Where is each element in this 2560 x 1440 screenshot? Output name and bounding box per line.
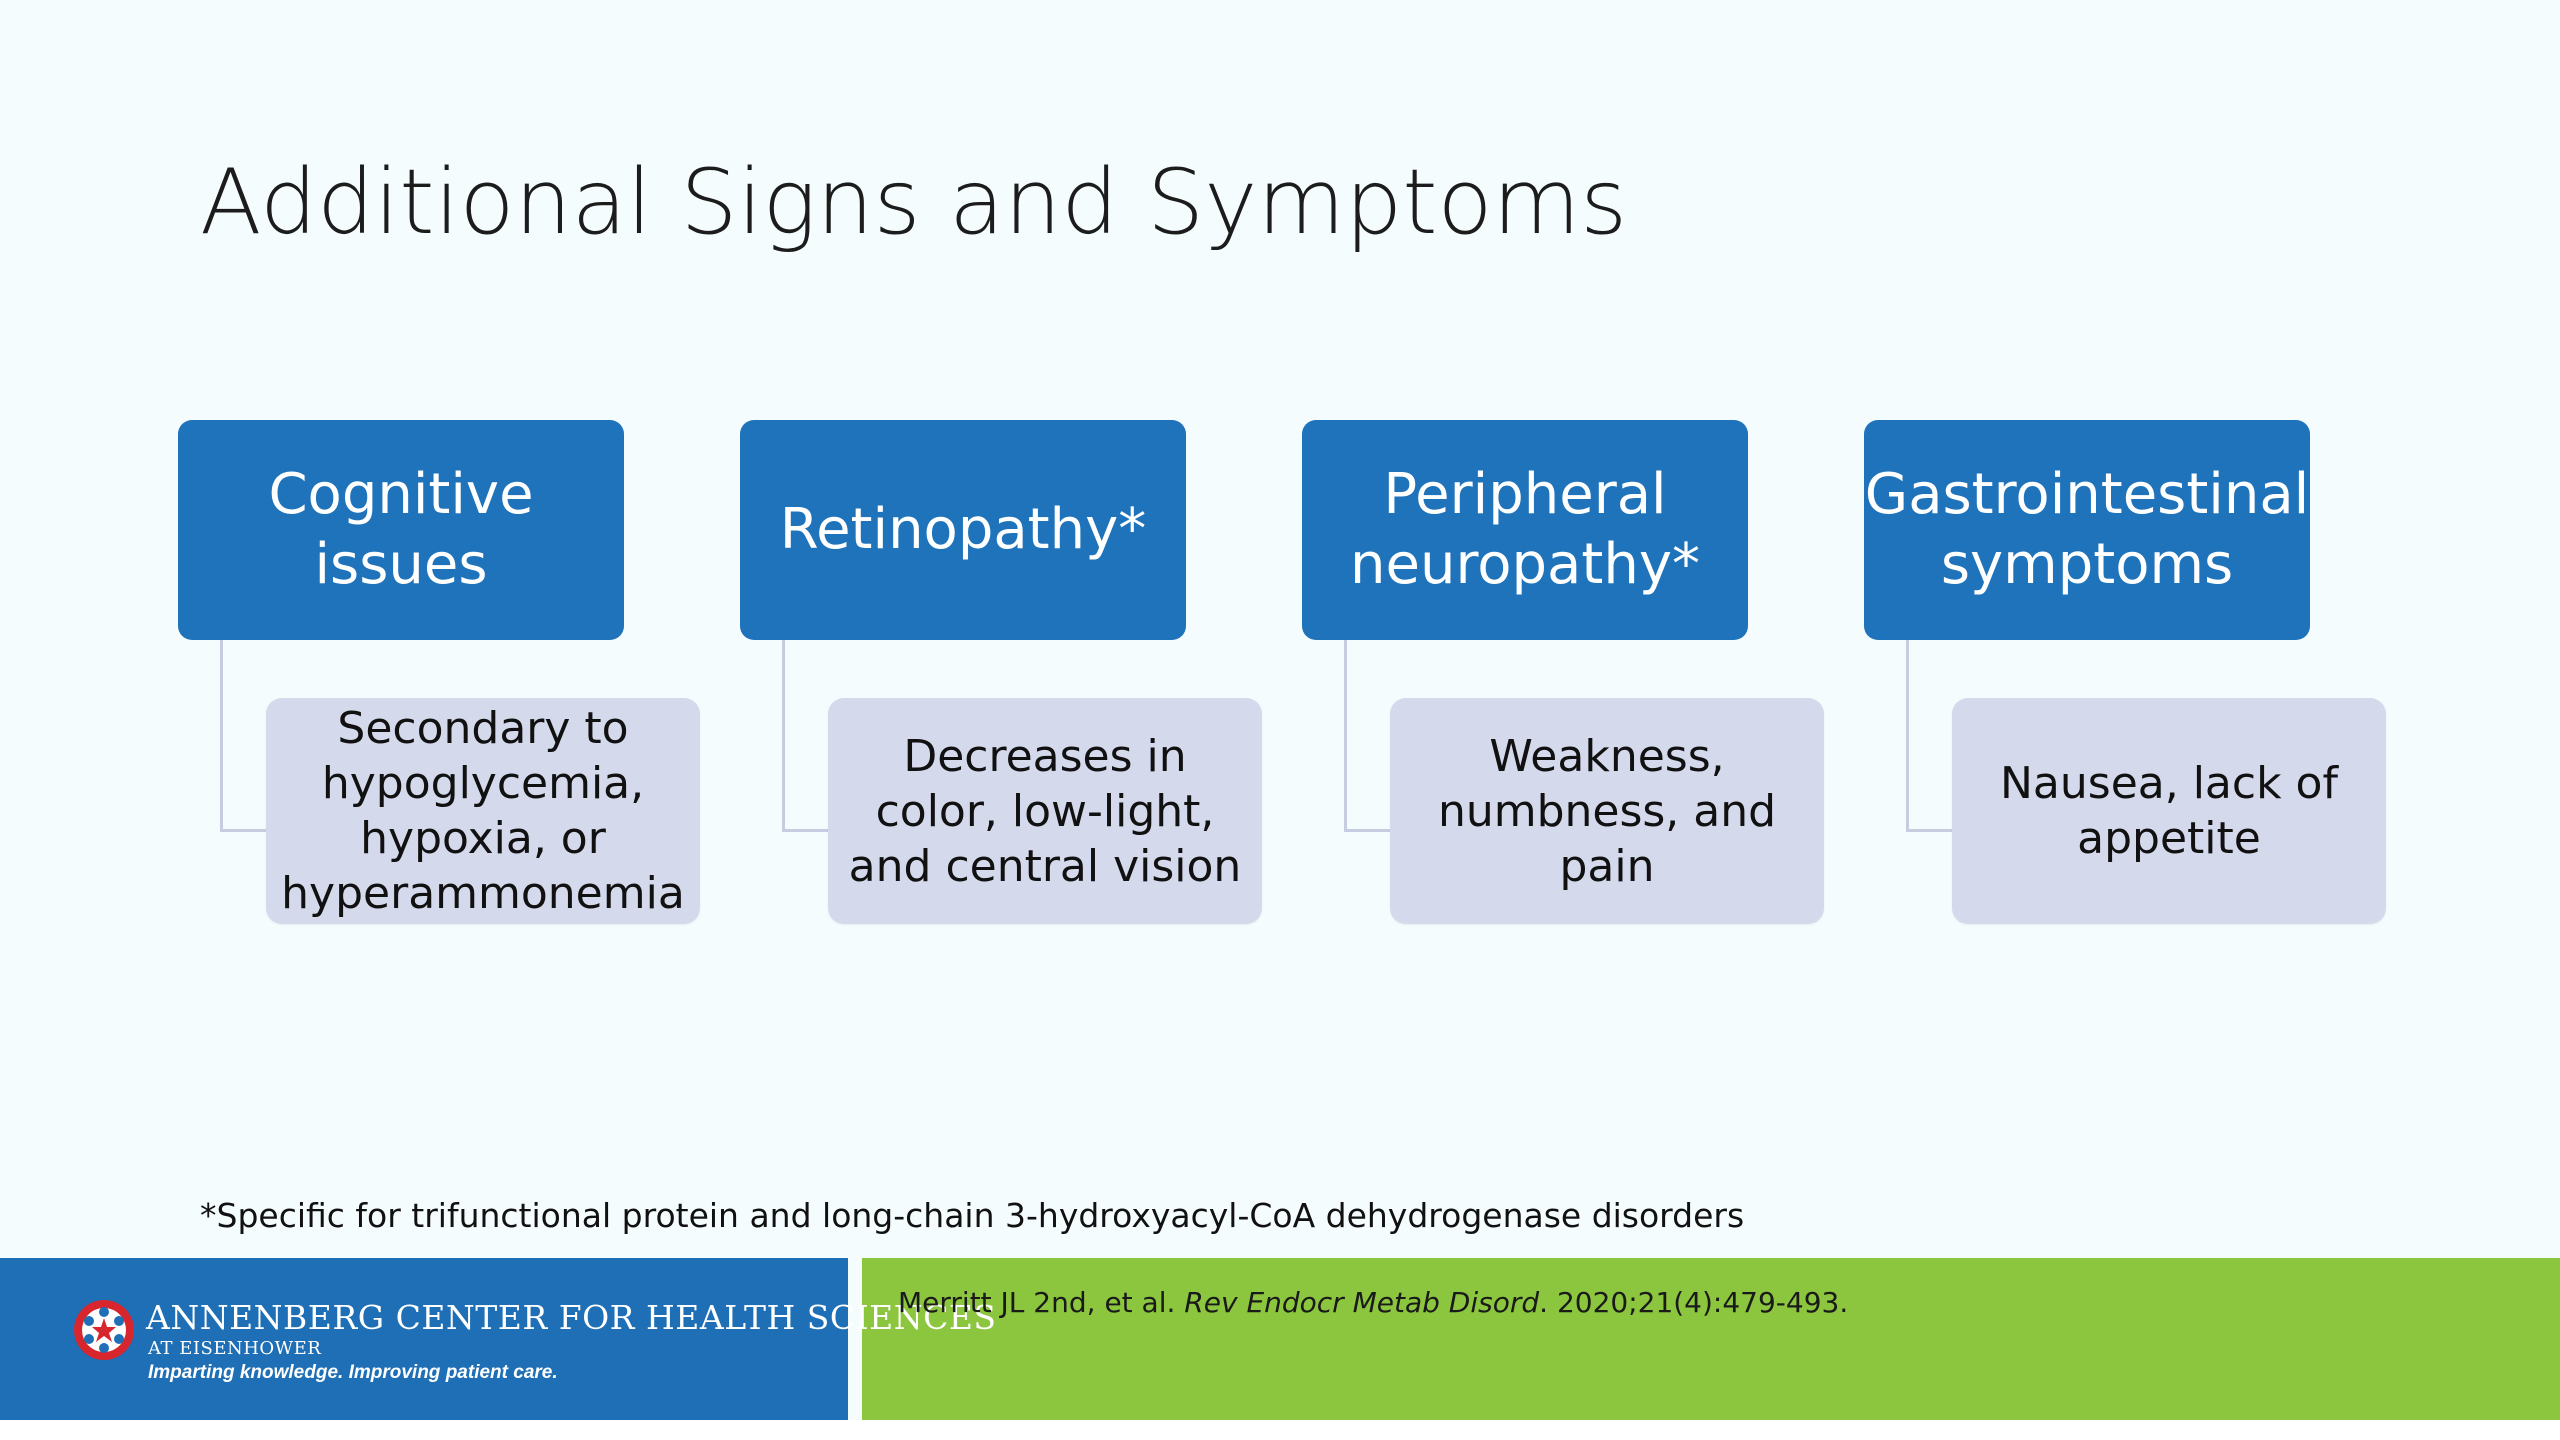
heading-label: Cognitive issues — [268, 462, 534, 597]
citation: Merritt JL 2nd, et al. Rev Endocr Metab … — [898, 1286, 1848, 1319]
symptom-column-gastrointestinal: Gastrointestinal symptoms Nausea, lack o… — [1864, 420, 2560, 940]
heading-label: Peripheral neuropathy* — [1350, 462, 1700, 597]
citation-authors: Merritt JL 2nd, et al. — [898, 1286, 1185, 1319]
org-subtitle: AT EISENHOWER — [148, 1338, 322, 1359]
org-name: ANNENBERG CENTER FOR HEALTH SCIENCES — [146, 1298, 997, 1337]
detail-text: Nausea, lack of appetite — [2000, 758, 2338, 864]
detail-text: Weakness, numbness, and pain — [1437, 730, 1777, 892]
detail-text: Secondary to hypoglycemia, hypoxia, or h… — [281, 703, 685, 919]
heading-box: Gastrointestinal symptoms — [1864, 420, 2310, 640]
detail-box: Weakness, numbness, and pain — [1390, 698, 1824, 924]
connector-line — [220, 640, 266, 832]
detail-box: Secondary to hypoglycemia, hypoxia, or h… — [266, 698, 700, 924]
symptom-column-cognitive: Cognitive issues Secondary to hypoglycem… — [178, 420, 878, 940]
footer-bottom-strip — [0, 1420, 2560, 1440]
footer-logo-panel — [0, 1258, 848, 1420]
star-logo-icon — [74, 1300, 134, 1360]
connector-line — [1344, 640, 1390, 832]
heading-box: Peripheral neuropathy* — [1302, 420, 1748, 640]
footer-citation-panel — [862, 1258, 2560, 1420]
citation-journal: Rev Endocr Metab Disord — [1184, 1286, 1540, 1319]
symptom-column-neuropathy: Peripheral neuropathy* Weakness, numbnes… — [1302, 420, 2002, 940]
connector-line — [1906, 640, 1952, 832]
detail-box: Decreases in color, low-light, and centr… — [828, 698, 1262, 924]
detail-box: Nausea, lack of appetite — [1952, 698, 2386, 924]
heading-label: Gastrointestinal symptoms — [1864, 462, 2310, 597]
heading-box: Cognitive issues — [178, 420, 624, 640]
connector-line — [782, 640, 828, 832]
footnote: *Specific for trifunctional protein and … — [200, 1196, 1745, 1235]
org-tagline: Imparting knowledge. Improving patient c… — [148, 1362, 558, 1383]
heading-box: Retinopathy* — [740, 420, 1186, 640]
symptom-column-retinopathy: Retinopathy* Decreases in color, low-lig… — [740, 420, 1440, 940]
slide-title: Additional Signs and Symptoms — [200, 150, 1628, 255]
heading-label: Retinopathy* — [779, 497, 1147, 562]
detail-text: Decreases in color, low-light, and centr… — [848, 730, 1242, 892]
citation-details: . 2020;21(4):479-493. — [1539, 1286, 1849, 1319]
